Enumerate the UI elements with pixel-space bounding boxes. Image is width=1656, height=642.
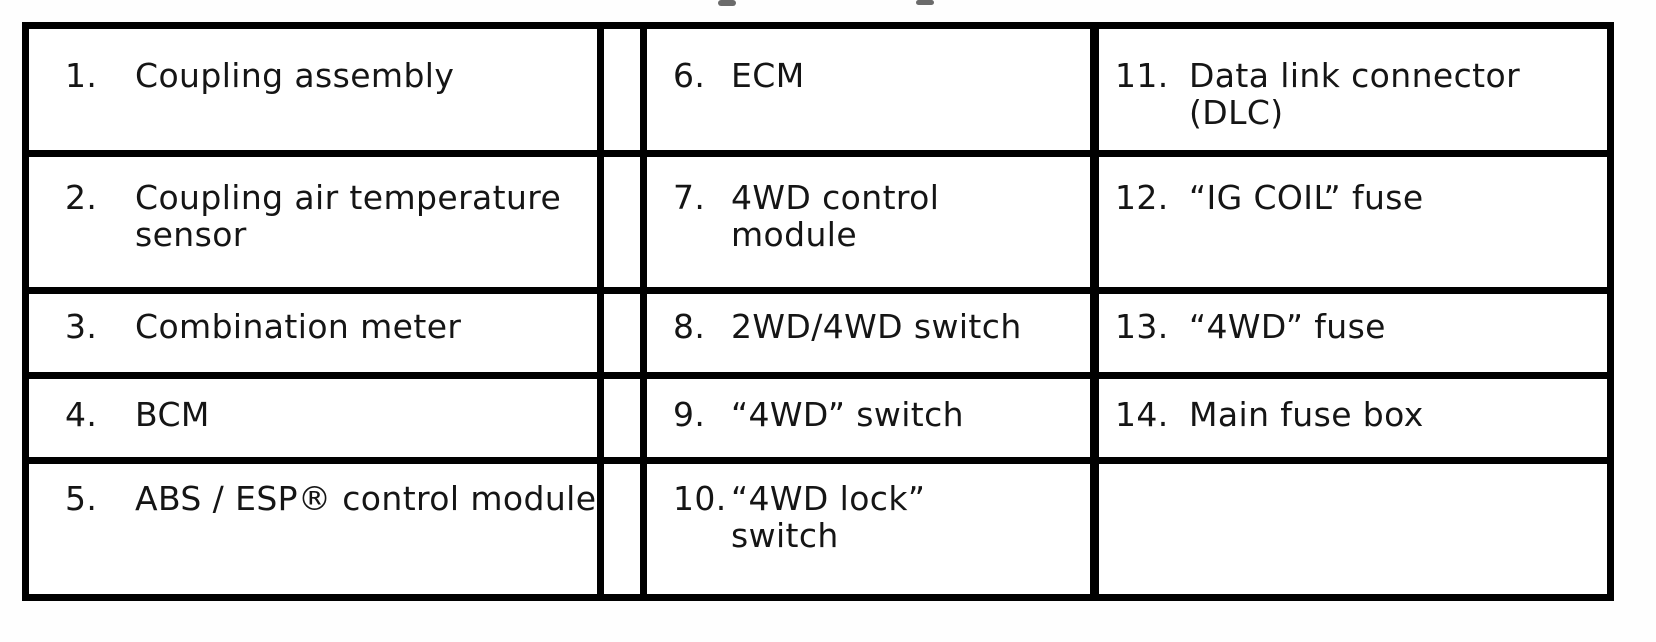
legend-item-3: 3. Combination meter	[29, 294, 604, 379]
legend-item-6: 6. ECM	[647, 29, 1099, 157]
item-number: 4.	[65, 395, 98, 434]
item-label: BCM	[135, 395, 210, 434]
item-label: “4WD” switch	[731, 395, 964, 434]
item-label: “4WD lock” switch	[731, 479, 926, 555]
legend-item-7: 7. 4WD control module	[647, 157, 1099, 294]
item-number: 14.	[1115, 395, 1169, 434]
item-number: 9.	[673, 395, 706, 434]
legend-item-12: 12. “IG COIL” fuse	[1099, 157, 1607, 294]
legend-item-8: 8. 2WD/4WD switch	[647, 294, 1099, 379]
legend-item-1: 1. Coupling assembly	[29, 29, 604, 157]
parts-legend-table: 1. Coupling assembly 6. ECM 11. Data lin…	[22, 22, 1614, 601]
legend-item-5: 5. ABS / ESP® control module	[29, 464, 604, 594]
legend-item-10: 10. “4WD lock” switch	[647, 464, 1099, 594]
item-number: 7.	[673, 178, 706, 217]
cropped-text-artifact	[916, 0, 934, 5]
item-label: “IG COIL” fuse	[1189, 178, 1424, 217]
item-label: Coupling air temperature sensor	[135, 178, 562, 254]
legend-item-4: 4. BCM	[29, 379, 604, 464]
item-number: 2.	[65, 178, 98, 217]
item-number: 5.	[65, 479, 98, 518]
item-label: ABS / ESP® control module	[135, 479, 597, 518]
item-label: Data link connector (DLC)	[1189, 56, 1521, 132]
item-label: Combination meter	[135, 307, 462, 346]
legend-item-13: 13. “4WD” fuse	[1099, 294, 1607, 379]
column-gap	[604, 157, 647, 294]
item-label: “4WD” fuse	[1189, 307, 1386, 346]
item-number: 3.	[65, 307, 98, 346]
item-label: Main fuse box	[1189, 395, 1424, 434]
item-number: 10.	[673, 479, 727, 518]
column-gap	[604, 379, 647, 464]
item-number: 13.	[1115, 307, 1169, 346]
item-number: 8.	[673, 307, 706, 346]
legend-item-2: 2. Coupling air temperature sensor	[29, 157, 604, 294]
cropped-text-artifact	[718, 0, 736, 6]
item-number: 11.	[1115, 56, 1169, 95]
item-number: 12.	[1115, 178, 1169, 217]
item-number: 1.	[65, 56, 98, 95]
item-label: Coupling assembly	[135, 56, 455, 95]
legend-item-9: 9. “4WD” switch	[647, 379, 1099, 464]
legend-item-11: 11. Data link connector (DLC)	[1099, 29, 1607, 157]
item-label: 4WD control module	[731, 178, 940, 254]
item-label: 2WD/4WD switch	[731, 307, 1022, 346]
legend-empty-cell	[1099, 464, 1607, 594]
legend-item-14: 14. Main fuse box	[1099, 379, 1607, 464]
item-label: ECM	[731, 56, 805, 95]
column-gap	[604, 464, 647, 594]
item-number: 6.	[673, 56, 706, 95]
column-gap	[604, 294, 647, 379]
column-gap	[604, 29, 647, 157]
